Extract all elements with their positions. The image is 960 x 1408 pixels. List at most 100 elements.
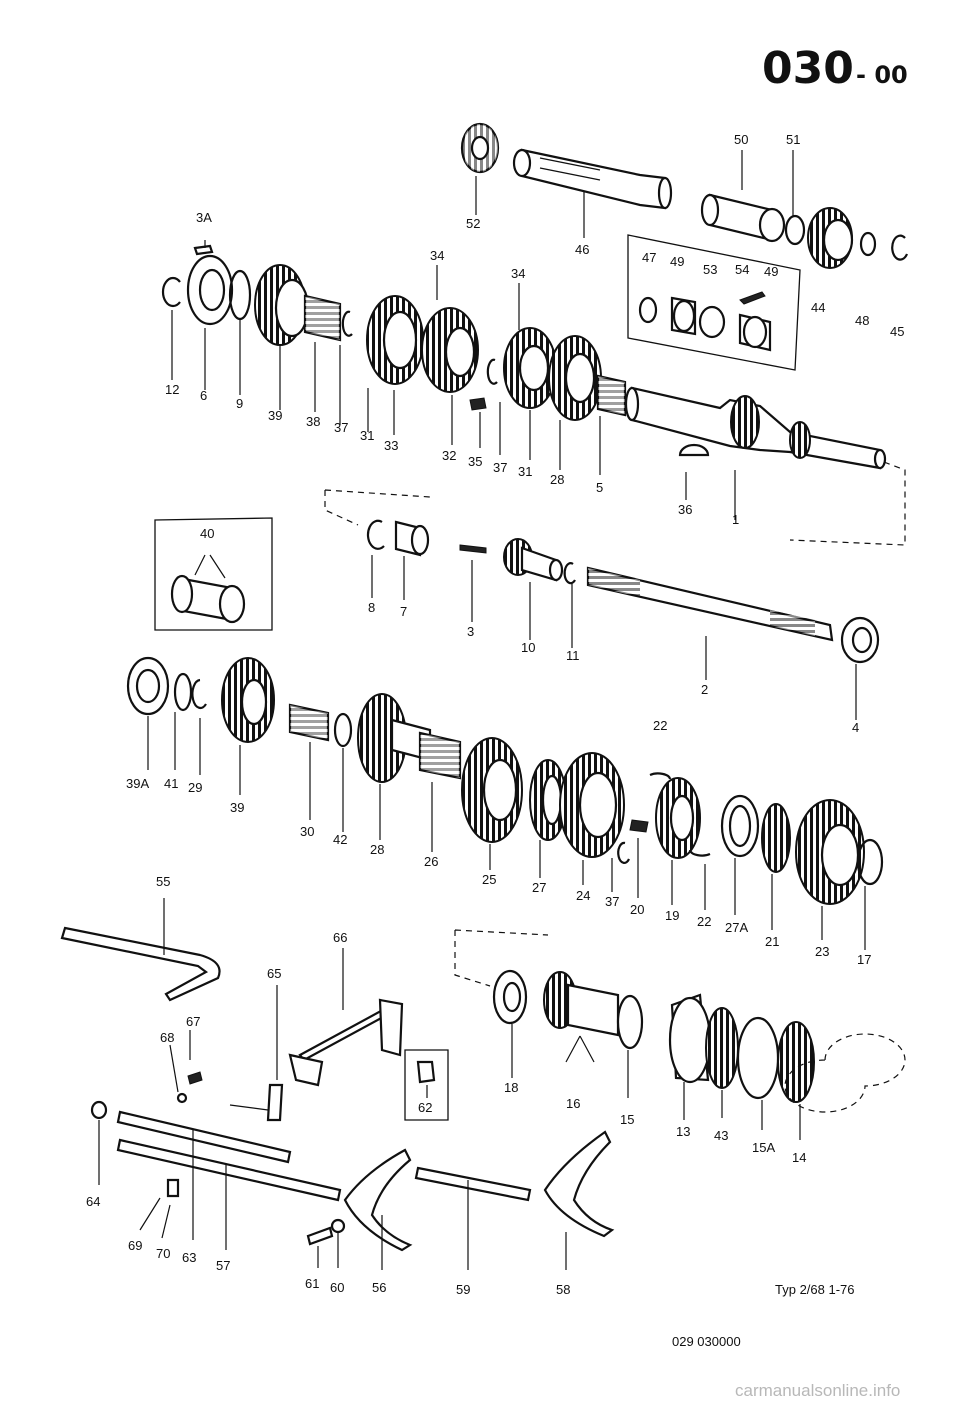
callout-12: 12 — [165, 382, 179, 397]
type-note: Typ 2/68 1-76 — [775, 1282, 855, 1297]
return-arrow-1 — [789, 461, 906, 546]
callout-3: 3 — [467, 624, 474, 639]
part-39-gear-top — [254, 264, 310, 346]
callout-68: 68 — [160, 1030, 174, 1045]
callout-25: 25 — [482, 872, 496, 887]
part-2-pinion-shaft — [586, 566, 834, 642]
watermark: carmanualsonline.info — [735, 1381, 900, 1400]
part-50-sleeve — [700, 193, 786, 243]
callout-28b: 28 — [370, 842, 384, 857]
part-52-bearing — [460, 122, 500, 174]
callout-43: 43 — [714, 1128, 728, 1143]
callout-45: 45 — [890, 324, 904, 339]
part-59-selector-rod — [414, 1166, 532, 1202]
callout-55: 55 — [156, 874, 170, 889]
callout-47: 47 — [642, 250, 656, 265]
part-9-ring — [228, 269, 252, 321]
callout-11: 11 — [566, 648, 580, 663]
leader-lines — [98, 150, 866, 1270]
callout-19: 19 — [665, 908, 679, 923]
part-69-70-detent — [166, 1178, 180, 1198]
part-45-circlip — [891, 234, 909, 261]
part-37-clip-c — [617, 841, 630, 864]
callout-34a: 34 — [430, 248, 444, 263]
callout-53: 53 — [703, 262, 717, 277]
callout-31b: 31 — [518, 464, 532, 479]
callout-33: 33 — [384, 438, 398, 453]
callout-6: 6 — [200, 388, 207, 403]
callout-41: 41 — [164, 776, 178, 791]
callout-61: 61 — [305, 1276, 319, 1291]
callout-65: 65 — [267, 966, 281, 981]
inset-62 — [404, 1049, 449, 1121]
callout-59: 59 — [456, 1282, 470, 1297]
callout-10: 10 — [521, 640, 535, 655]
callout-69: 69 — [128, 1238, 142, 1253]
callout-39b: 39 — [230, 800, 244, 815]
callout-58: 58 — [556, 1282, 570, 1297]
part-5-needle-bearing — [596, 374, 627, 417]
callout-60: 60 — [330, 1280, 344, 1295]
guide-arrow-8 — [324, 489, 431, 526]
callout-38: 38 — [306, 414, 320, 429]
inset-bearing-kit — [627, 234, 801, 371]
part-27-synchro-ring — [529, 759, 567, 841]
guide-arrow-18 — [454, 929, 549, 987]
callout-40: 40 — [200, 526, 214, 541]
part-57-selector-rod — [116, 1138, 342, 1202]
part-29-circlip — [191, 678, 207, 710]
part-46-input-shaft — [512, 148, 673, 210]
callout-62: 62 — [418, 1100, 432, 1115]
part-10-gear — [503, 538, 564, 582]
callout-36: 36 — [678, 502, 692, 517]
callout-15: 15 — [620, 1112, 634, 1127]
callout-32: 32 — [442, 448, 456, 463]
part-4-bearing — [840, 616, 880, 664]
callout-22b: 22 — [697, 914, 711, 929]
callout-7: 7 — [400, 604, 407, 619]
callout-51: 51 — [786, 132, 800, 147]
callout-57: 57 — [216, 1258, 230, 1273]
callout-50: 50 — [734, 132, 748, 147]
part-56-shift-fork — [343, 1148, 413, 1252]
callout-2: 2 — [701, 682, 708, 697]
part-24-synchro-sleeve — [559, 752, 625, 858]
part-23-gear — [795, 799, 865, 905]
part-22-spring-a — [649, 772, 672, 780]
part-21-synchro-ring — [761, 803, 791, 873]
callout-67: 67 — [186, 1014, 200, 1029]
callout-30: 30 — [300, 824, 314, 839]
part-33-synchro-hub — [366, 295, 424, 385]
callout-42: 42 — [333, 832, 347, 847]
callout-48: 48 — [855, 313, 869, 328]
callout-37b: 37 — [493, 460, 507, 475]
callout-37a: 37 — [334, 420, 348, 435]
callout-27A: 27A — [725, 920, 748, 935]
callout-66: 66 — [333, 930, 347, 945]
part-60-washer — [330, 1218, 346, 1234]
part-22-spring-b — [688, 849, 711, 857]
callout-3A: 3A — [196, 210, 212, 225]
part-15A-ring — [736, 1016, 780, 1100]
part-28-gear-top — [548, 335, 602, 421]
part-65-lever — [229, 1083, 284, 1122]
part-11-circlip — [563, 562, 576, 585]
part-7-bushing — [394, 520, 430, 557]
callout-49b: 49 — [764, 264, 778, 279]
callout-56: 56 — [372, 1280, 386, 1295]
part-61-bolt — [306, 1226, 334, 1246]
part-36-key — [678, 443, 710, 457]
callout-13: 13 — [676, 1124, 690, 1139]
callout-17: 17 — [857, 952, 871, 967]
callout-54: 54 — [735, 262, 749, 277]
part-32-synchro-sleeve — [421, 307, 479, 393]
part-19-synchro-hub — [655, 777, 701, 859]
callout-63: 63 — [182, 1250, 196, 1265]
part-44-gear — [807, 207, 854, 269]
diagram-code: 030 — [762, 43, 854, 94]
part-14-bearing — [777, 1021, 815, 1103]
part-12-circlip — [161, 276, 181, 308]
part-15-race — [616, 994, 644, 1050]
part-42-ring — [333, 712, 353, 748]
part-39A-bearing — [126, 656, 170, 716]
